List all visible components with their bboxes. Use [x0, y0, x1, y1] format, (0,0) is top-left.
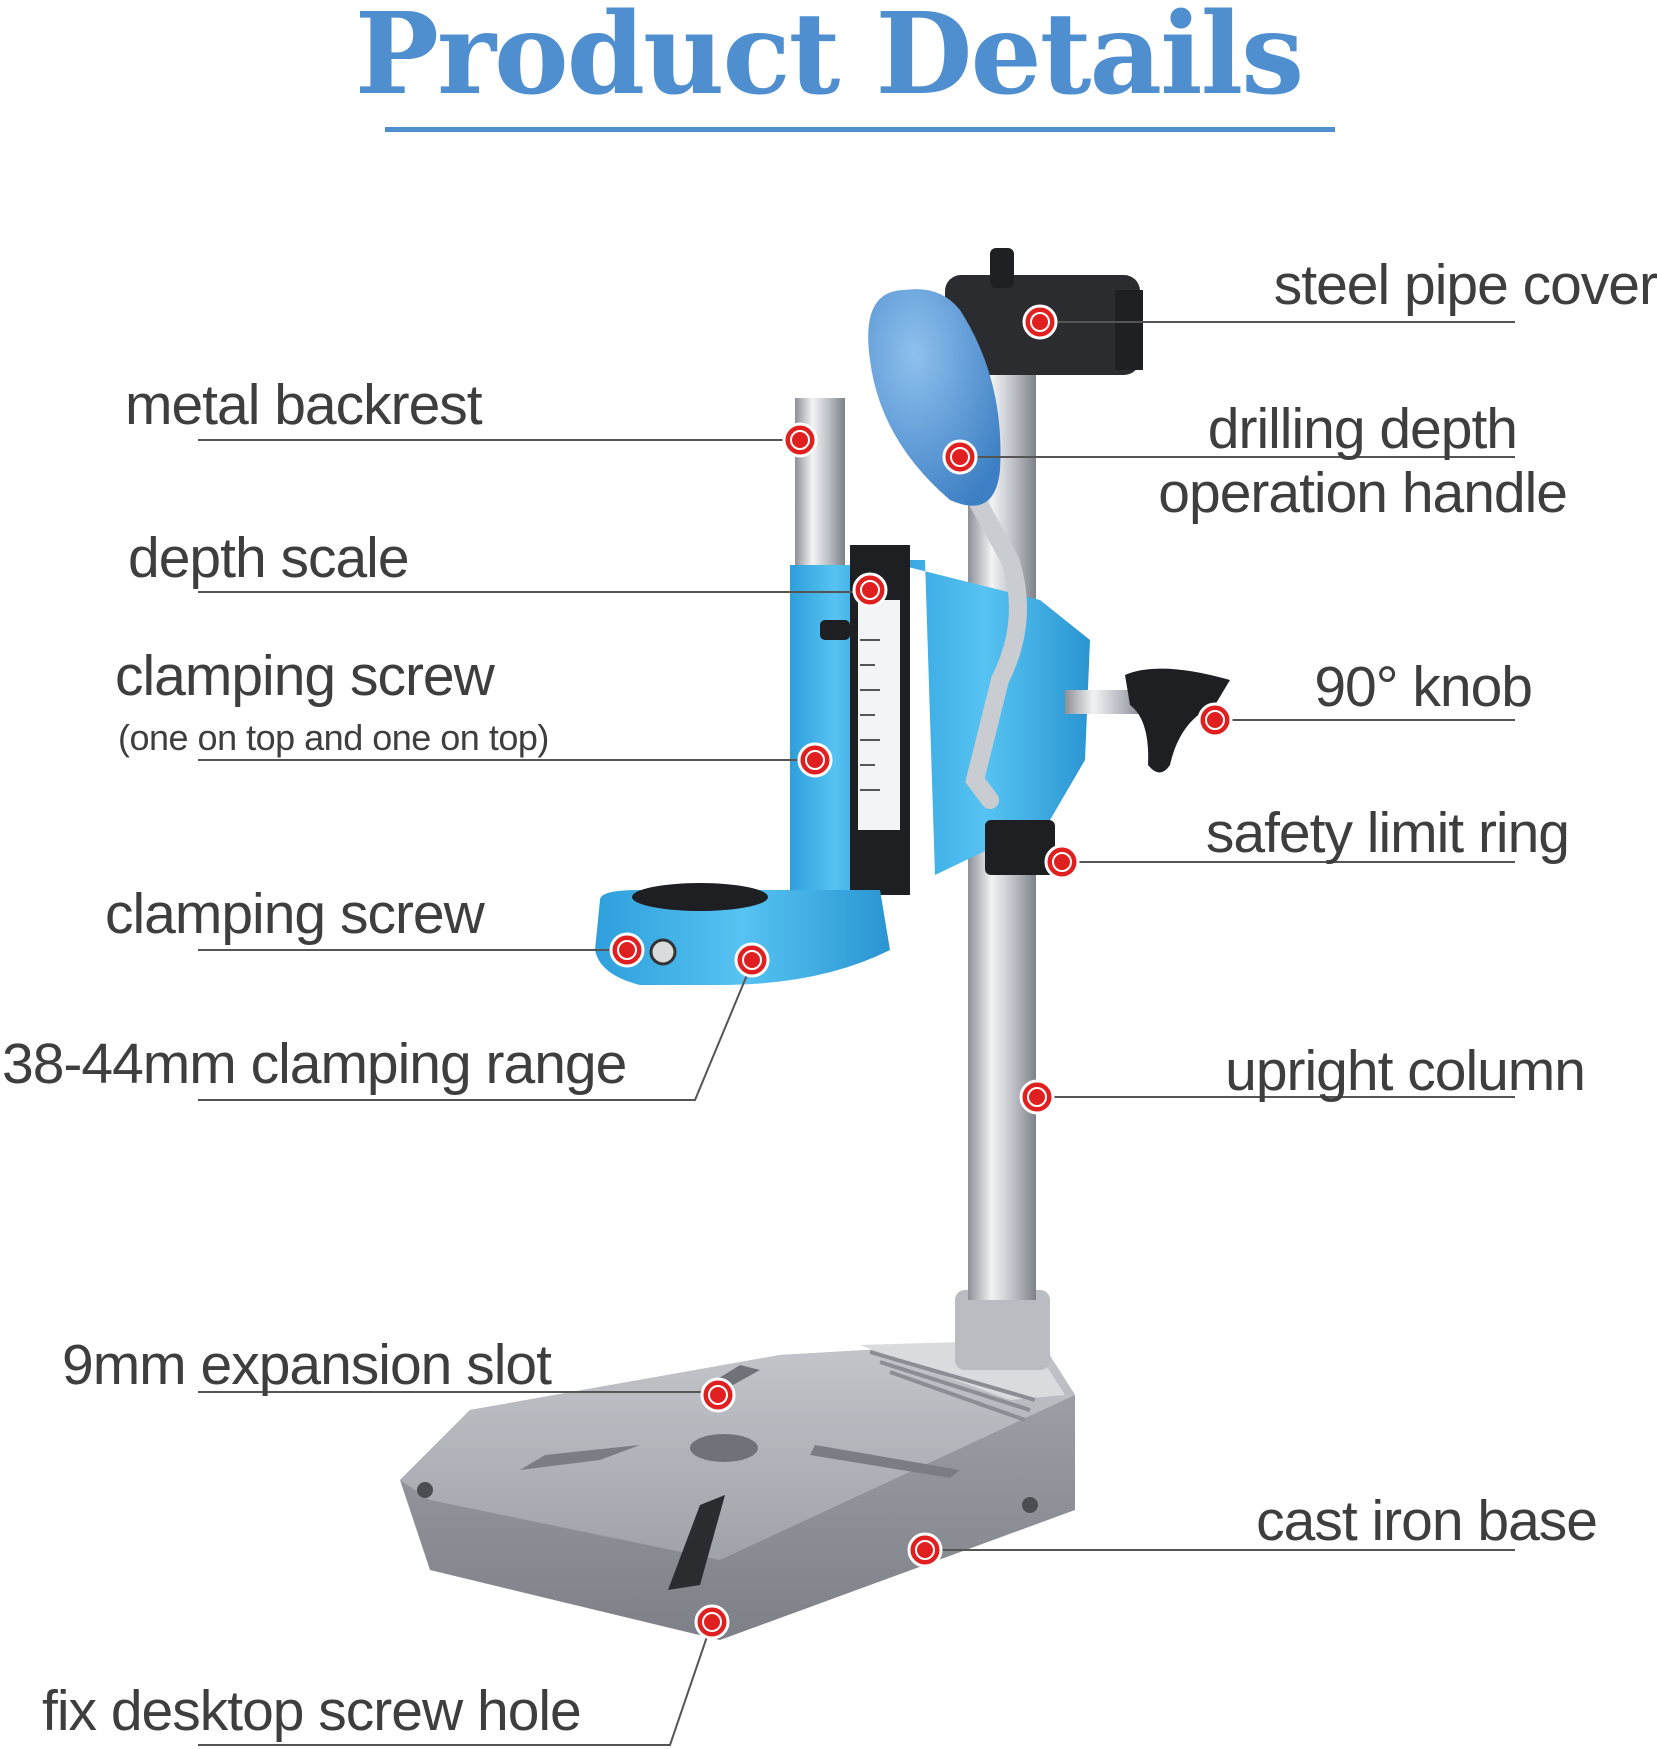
page-title: Product Details — [354, 0, 1304, 120]
label-cast-iron-base: cast iron base — [1256, 1489, 1598, 1553]
title-underline — [385, 127, 1335, 132]
label-metal-backrest: metal backrest — [125, 373, 483, 437]
marker-expansion-slot — [700, 1377, 736, 1413]
label-steel-pipe-cover: steel pipe cover — [1273, 253, 1657, 317]
label-clamping-screw-top-note: (one on top and one on top) — [118, 717, 549, 758]
label-clamping-screw: clamping screw — [105, 882, 485, 946]
label-safety-limit-ring: safety limit ring — [1205, 801, 1570, 865]
label-expansion-slot: 9mm expansion slot — [62, 1333, 552, 1397]
marker-safety-limit-ring — [1044, 844, 1080, 880]
marker-upright-column — [1019, 1079, 1055, 1115]
cast-iron-base-shape — [400, 1340, 1075, 1640]
label-clamping-range: 38-44mm clamping range — [2, 1032, 627, 1096]
callout-markers — [609, 304, 1233, 1640]
label-drilling-depth-line1: drilling depth — [1207, 397, 1518, 461]
marker-depth-scale — [852, 572, 888, 608]
marker-metal-backrest — [782, 422, 818, 458]
marker-knob-90 — [1197, 702, 1233, 738]
label-desktop-screw-hole: fix desktop screw hole — [42, 1679, 582, 1743]
marker-desktop-screw-hole — [694, 1604, 730, 1640]
marker-drilling-depth-handle — [942, 439, 978, 475]
column-collar — [955, 1290, 1050, 1370]
leader-lines — [198, 321, 1515, 1746]
label-drilling-depth-line2: operation handle — [1158, 461, 1568, 525]
label-upright-column: upright column — [1225, 1039, 1586, 1103]
marker-cast-iron-base — [907, 1532, 943, 1568]
knob-90-shape — [1065, 668, 1230, 773]
marker-clamping-range — [734, 942, 770, 978]
label-clamping-screw-top: clamping screw — [115, 644, 495, 708]
marker-clamping-screw — [609, 932, 645, 968]
marker-clamping-screw-top — [797, 742, 833, 778]
label-knob-90: 90° knob — [1314, 655, 1533, 719]
label-depth-scale: depth scale — [128, 526, 410, 590]
marker-steel-pipe-cover — [1022, 304, 1058, 340]
